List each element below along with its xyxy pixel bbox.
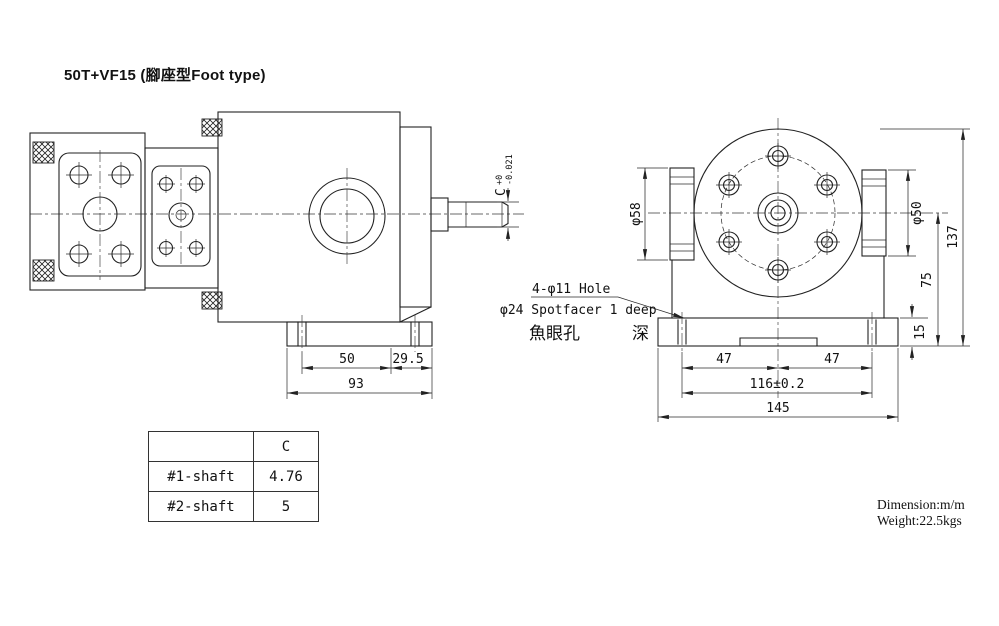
shaft (447, 201, 509, 228)
table-header-c: C (253, 431, 319, 462)
front-cap (399, 126, 432, 308)
cap-chamfer (399, 306, 432, 323)
hole-note-label: 4-φ11 Hole (532, 282, 610, 297)
foot-base-front (657, 317, 899, 347)
shaft-bore-circle (770, 205, 786, 221)
dim-47-right-label: 47 (824, 352, 840, 367)
shaft-dim-lower-tol: -0.021 (505, 154, 515, 185)
dim-145-label: 145 (766, 401, 789, 416)
table-row: #2-shaft 5 (148, 491, 319, 522)
right-port-flange (861, 169, 887, 257)
front-view (648, 118, 948, 398)
table-header-empty-cell (148, 431, 254, 462)
bolt-hole (764, 256, 792, 284)
dimension-unit-note: Dimension:m/m (877, 497, 965, 512)
bolt-hole (186, 174, 206, 194)
spotface-annotation: 4-φ11 Hole φ24 Spotfacer 1 deep 魚眼孔 深 (500, 282, 685, 344)
dim-15-label: 15 (913, 324, 928, 340)
dim-d58-label: φ58 (629, 202, 644, 225)
shaft-circle (764, 199, 792, 227)
shaft1-c-cell: 4.76 (253, 461, 319, 492)
hatch-seal-top (201, 118, 223, 137)
bolt-hole (156, 238, 176, 258)
bolt-hole (107, 161, 135, 189)
front-view-dimensions: φ58 φ50 137 75 (629, 128, 970, 422)
shaft-spec-table: C #1-shaft 4.76 #2-shaft 5 (148, 431, 319, 522)
bolt-hole (107, 240, 135, 268)
bolt-hole (156, 174, 176, 194)
dim-29-5-label: 29.5 (392, 352, 423, 367)
shaft-dim-letter: C (494, 188, 509, 196)
foot-base-side (286, 321, 433, 347)
dim-d50-label: φ50 (910, 201, 925, 224)
dim-75-label: 75 (920, 272, 935, 288)
side-view-dimensions: 50 29.5 93 C +0 -0.021 (286, 154, 519, 399)
bolt-hole (764, 142, 792, 170)
hatch-pad-bottom (32, 259, 55, 282)
dim-47-left-label: 47 (716, 352, 732, 367)
shaft-dim-label-group: C +0 -0.021 (494, 154, 515, 196)
bolt-hole (813, 171, 841, 199)
shaft2-c-cell: 5 (253, 491, 319, 522)
bolt-hole (186, 238, 206, 258)
leader-line (617, 296, 685, 319)
side-view (29, 111, 524, 352)
shaft-dim-upper-tol: +0 (495, 175, 505, 185)
table-row: #1-shaft 4.76 (148, 461, 319, 492)
dim-93-label: 93 (348, 377, 364, 392)
spacer-block (144, 147, 219, 289)
shaft-hub (430, 197, 449, 232)
bolt-hole (65, 240, 93, 268)
dim-137-label: 137 (946, 225, 961, 248)
left-port-flange (669, 167, 695, 261)
shaft1-name-cell: #1-shaft (148, 461, 254, 492)
spotface-note-label: φ24 Spotfacer 1 deep (500, 303, 657, 318)
hatch-seal-bottom (201, 291, 223, 310)
weight-note: Weight:22.5kgs (877, 513, 962, 529)
table-header-row: C (148, 431, 319, 462)
spotface-note-cn-label: 魚眼孔 (529, 324, 580, 344)
bolt-hole (715, 228, 743, 256)
bolt-hole (65, 161, 93, 189)
bolt-hole (715, 171, 743, 199)
dim-116-label: 116±0.2 (750, 377, 805, 392)
drawing-notes: Dimension:m/m Weight:22.5kgs (877, 497, 965, 529)
dim-50-label: 50 (339, 352, 355, 367)
page-title: 50T+VF15 (腳座型Foot type) (64, 67, 266, 84)
spacer-plate (151, 165, 211, 267)
shaft-hub-circle (757, 192, 799, 234)
shaft2-name-cell: #2-shaft (148, 491, 254, 522)
bolt-hole (813, 228, 841, 256)
deep-cn-label: 深 (632, 324, 649, 344)
base-notch (739, 337, 818, 347)
hatch-pad-top (32, 141, 55, 164)
